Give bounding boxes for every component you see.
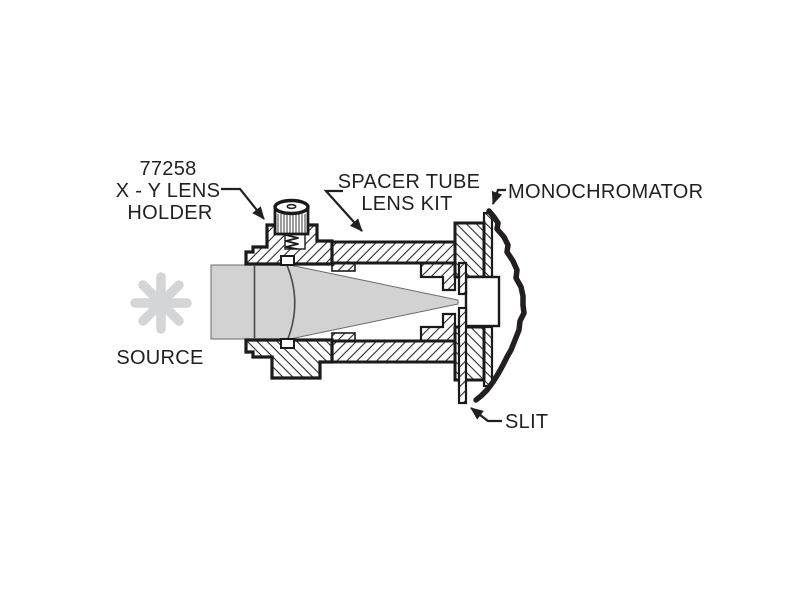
- holder-label-line1: 77258: [139, 158, 196, 180]
- spring: [285, 234, 299, 250]
- monochromator-faceplate-bottom: [482, 325, 494, 388]
- spacer-tube-wall-top: [330, 240, 457, 265]
- lens-retainer-tab-bottom: [280, 338, 295, 349]
- source-star-icon: [130, 272, 192, 334]
- holder-label-line3: HOLDER: [127, 202, 212, 224]
- monochromator-leader-arrow: [491, 188, 506, 205]
- tube-end-wall-top: [419, 261, 457, 292]
- tube-inner-lip-top: [331, 262, 356, 272]
- tube-end-wall-bottom: [419, 312, 457, 343]
- monochromator-label: MONOCHROMATOR: [508, 181, 703, 203]
- spacer-label-line1: SPACER TUBE: [338, 171, 481, 193]
- tube-inner-lip-bottom: [331, 332, 356, 342]
- monochromator-outline: [473, 208, 527, 403]
- lens-convex-face: [285, 262, 296, 342]
- spacer-leader-arrow: [323, 189, 363, 232]
- lens-retainer-tab-top: [280, 255, 295, 266]
- spacer-label-line2: LENS KIT: [361, 193, 452, 215]
- monochromator-port: [464, 275, 501, 328]
- spacer-tube-wall-bottom: [330, 339, 457, 364]
- xy-adjustment-thumbscrew: [273, 198, 310, 236]
- source-label: SOURCE: [116, 347, 203, 369]
- slit-leader-arrow: [470, 407, 502, 423]
- slit-label: SLIT: [505, 411, 548, 433]
- slit-plate-upper: [457, 261, 468, 296]
- holder-leader-arrow: [221, 187, 265, 220]
- monochromator-faceplate-top: [482, 211, 494, 279]
- slit-plate-lower: [457, 306, 468, 405]
- holder-label-line2: X - Y LENS: [116, 180, 221, 202]
